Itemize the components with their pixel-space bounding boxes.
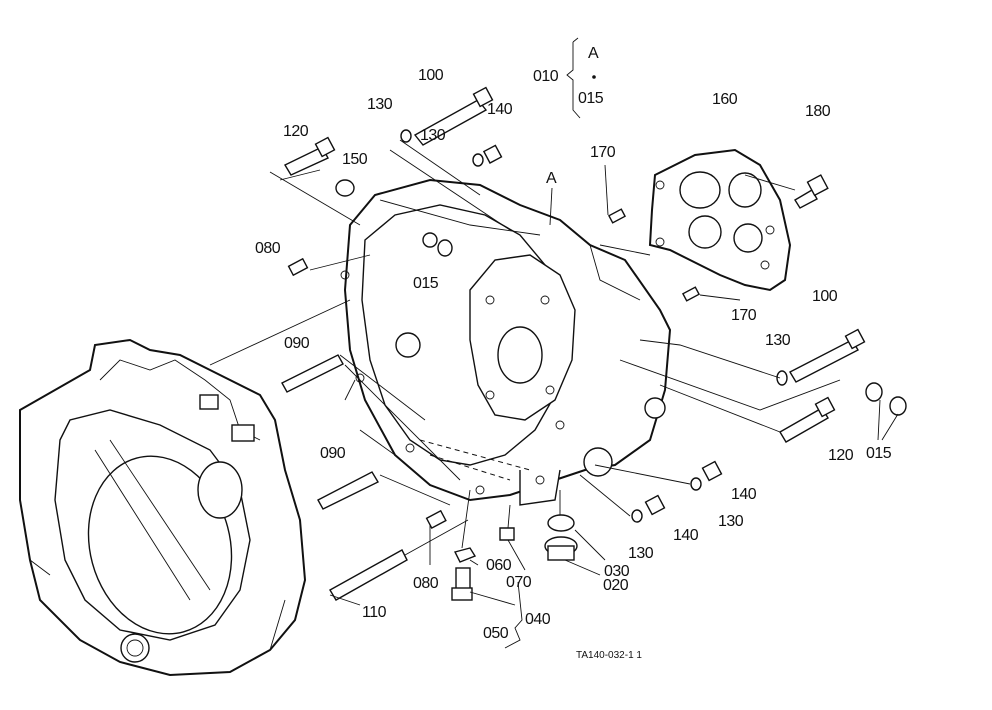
label-180: 180: [805, 103, 831, 120]
label-050: 050: [483, 625, 509, 642]
label-130-r1: 130: [718, 513, 744, 530]
label-130-right: 130: [765, 332, 791, 349]
label-140-top: 140: [487, 101, 513, 118]
label-160: 160: [712, 91, 738, 108]
label-015-right: 015: [866, 445, 892, 462]
label-090-top: 090: [284, 335, 310, 352]
label-170-top: 170: [590, 144, 616, 161]
label-170-mid: 170: [731, 307, 757, 324]
label-A-top: A: [588, 45, 599, 62]
clutch-housing-center: [340, 178, 672, 506]
label-130-top1: 130: [367, 96, 393, 113]
label-140-r1: 140: [731, 486, 757, 503]
label-015-top: 015: [578, 90, 604, 107]
label-150: 150: [342, 151, 368, 168]
label-080-bottom: 080: [413, 575, 439, 592]
label-100-right: 100: [812, 288, 838, 305]
parts-fasteners: [281, 86, 907, 601]
label-100-top: 100: [418, 67, 444, 84]
label-080-top: 080: [255, 240, 281, 257]
label-070: 070: [506, 574, 532, 591]
label-A-mid: A: [546, 170, 557, 187]
label-130-r2: 130: [628, 545, 654, 562]
label-060: 060: [486, 557, 512, 574]
label-120-right: 120: [828, 447, 854, 464]
label-110: 110: [362, 604, 387, 621]
label-015-mid: 015: [413, 275, 439, 292]
label-030: 030: [604, 563, 630, 580]
label-040: 040: [525, 611, 551, 628]
cover-plate-160: [648, 148, 792, 292]
label-140-r2: 140: [673, 527, 699, 544]
main-housing-left: [19, 338, 307, 677]
figure-code: TA140-032-1 1: [576, 650, 642, 661]
label-120-top: 120: [283, 123, 309, 140]
label-130-top2: 130: [420, 127, 446, 144]
callout-labels: 010 A 015 100 130 130 140 120 150 160 18…: [255, 45, 892, 661]
label-020: 020: [603, 577, 629, 594]
leader-lines: [209, 37, 899, 649]
label-090-bottom: 090: [320, 445, 346, 462]
label-010: 010: [533, 68, 559, 85]
dot-marker: [592, 75, 596, 79]
